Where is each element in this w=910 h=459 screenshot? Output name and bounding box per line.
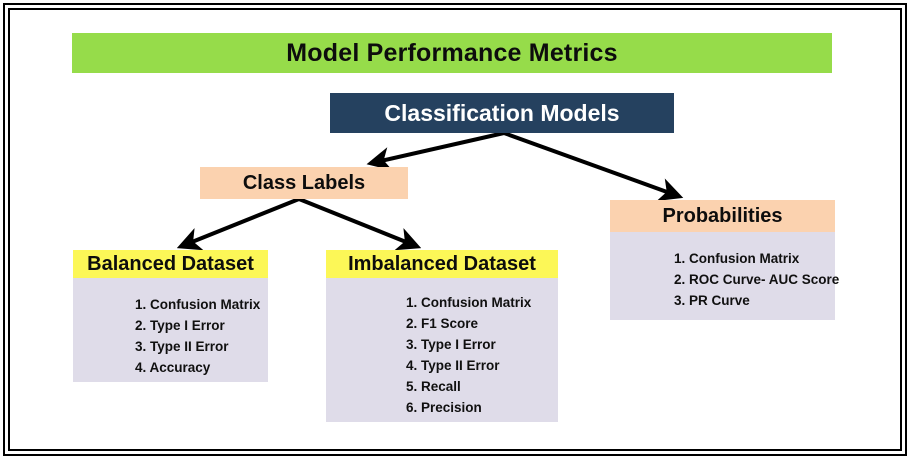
list-item: 6. Precision	[406, 400, 482, 415]
list-item: 4. Type II Error	[406, 358, 500, 373]
list-item: 4. Accuracy	[135, 360, 211, 375]
card-probabilities-title: Probabilities	[662, 204, 783, 227]
list-item: 5. Recall	[406, 379, 461, 394]
card-imbalanced-dataset-title: Imbalanced Dataset	[348, 252, 536, 275]
list-item: 3. Type I Error	[406, 337, 496, 352]
list-item: 3. Type II Error	[135, 339, 229, 354]
list-item: 1. Confusion Matrix	[135, 297, 261, 312]
arrow-root-to-probabilities	[503, 131, 684, 202]
card-imbalanced-dataset-header: Imbalanced Dataset	[326, 250, 558, 278]
card-balanced-dataset-title: Balanced Dataset	[87, 252, 254, 275]
list-item: 2. Type I Error	[135, 318, 225, 333]
list-item: 2. ROC Curve- AUC Score	[674, 272, 840, 287]
card-probabilities-list: 1. Confusion Matrix 2. ROC Curve- AUC Sc…	[610, 248, 840, 311]
card-balanced-dataset-list: 1. Confusion Matrix 2. Type I Error 3. T…	[73, 294, 268, 378]
card-probabilities-header: Probabilities	[610, 200, 835, 232]
node-classification-models[interactable]: Classification Models	[330, 93, 674, 133]
diagram-title: Model Performance Metrics	[286, 38, 618, 67]
list-item: 1. Confusion Matrix	[674, 251, 800, 266]
list-item: 3. PR Curve	[674, 293, 750, 308]
card-balanced-dataset[interactable]: Balanced Dataset 1. Confusion Matrix 2. …	[73, 250, 268, 382]
card-imbalanced-dataset-body: 1. Confusion Matrix 2. F1 Score 3. Type …	[326, 278, 558, 422]
diagram-title-banner: Model Performance Metrics	[72, 33, 832, 73]
card-probabilities-body: 1. Confusion Matrix 2. ROC Curve- AUC Sc…	[610, 232, 840, 320]
node-classification-models-label: Classification Models	[384, 99, 620, 126]
arrow-class-labels-to-imbalanced	[298, 197, 422, 251]
card-balanced-dataset-body: 1. Confusion Matrix 2. Type I Error 3. T…	[73, 278, 268, 382]
node-class-labels[interactable]: Class Labels	[200, 167, 408, 199]
card-imbalanced-dataset-list: 1. Confusion Matrix 2. F1 Score 3. Type …	[326, 292, 558, 418]
node-class-labels-label: Class Labels	[242, 171, 366, 194]
card-balanced-dataset-header: Balanced Dataset	[73, 250, 268, 278]
arrow-root-to-class-labels	[366, 131, 505, 171]
card-imbalanced-dataset[interactable]: Imbalanced Dataset 1. Confusion Matrix 2…	[326, 250, 558, 422]
list-item: 1. Confusion Matrix	[406, 295, 532, 310]
list-item: 2. F1 Score	[406, 316, 479, 331]
arrow-class-labels-to-balanced	[176, 197, 300, 251]
card-probabilities[interactable]: Probabilities 1. Confusion Matrix 2. ROC…	[610, 200, 840, 320]
